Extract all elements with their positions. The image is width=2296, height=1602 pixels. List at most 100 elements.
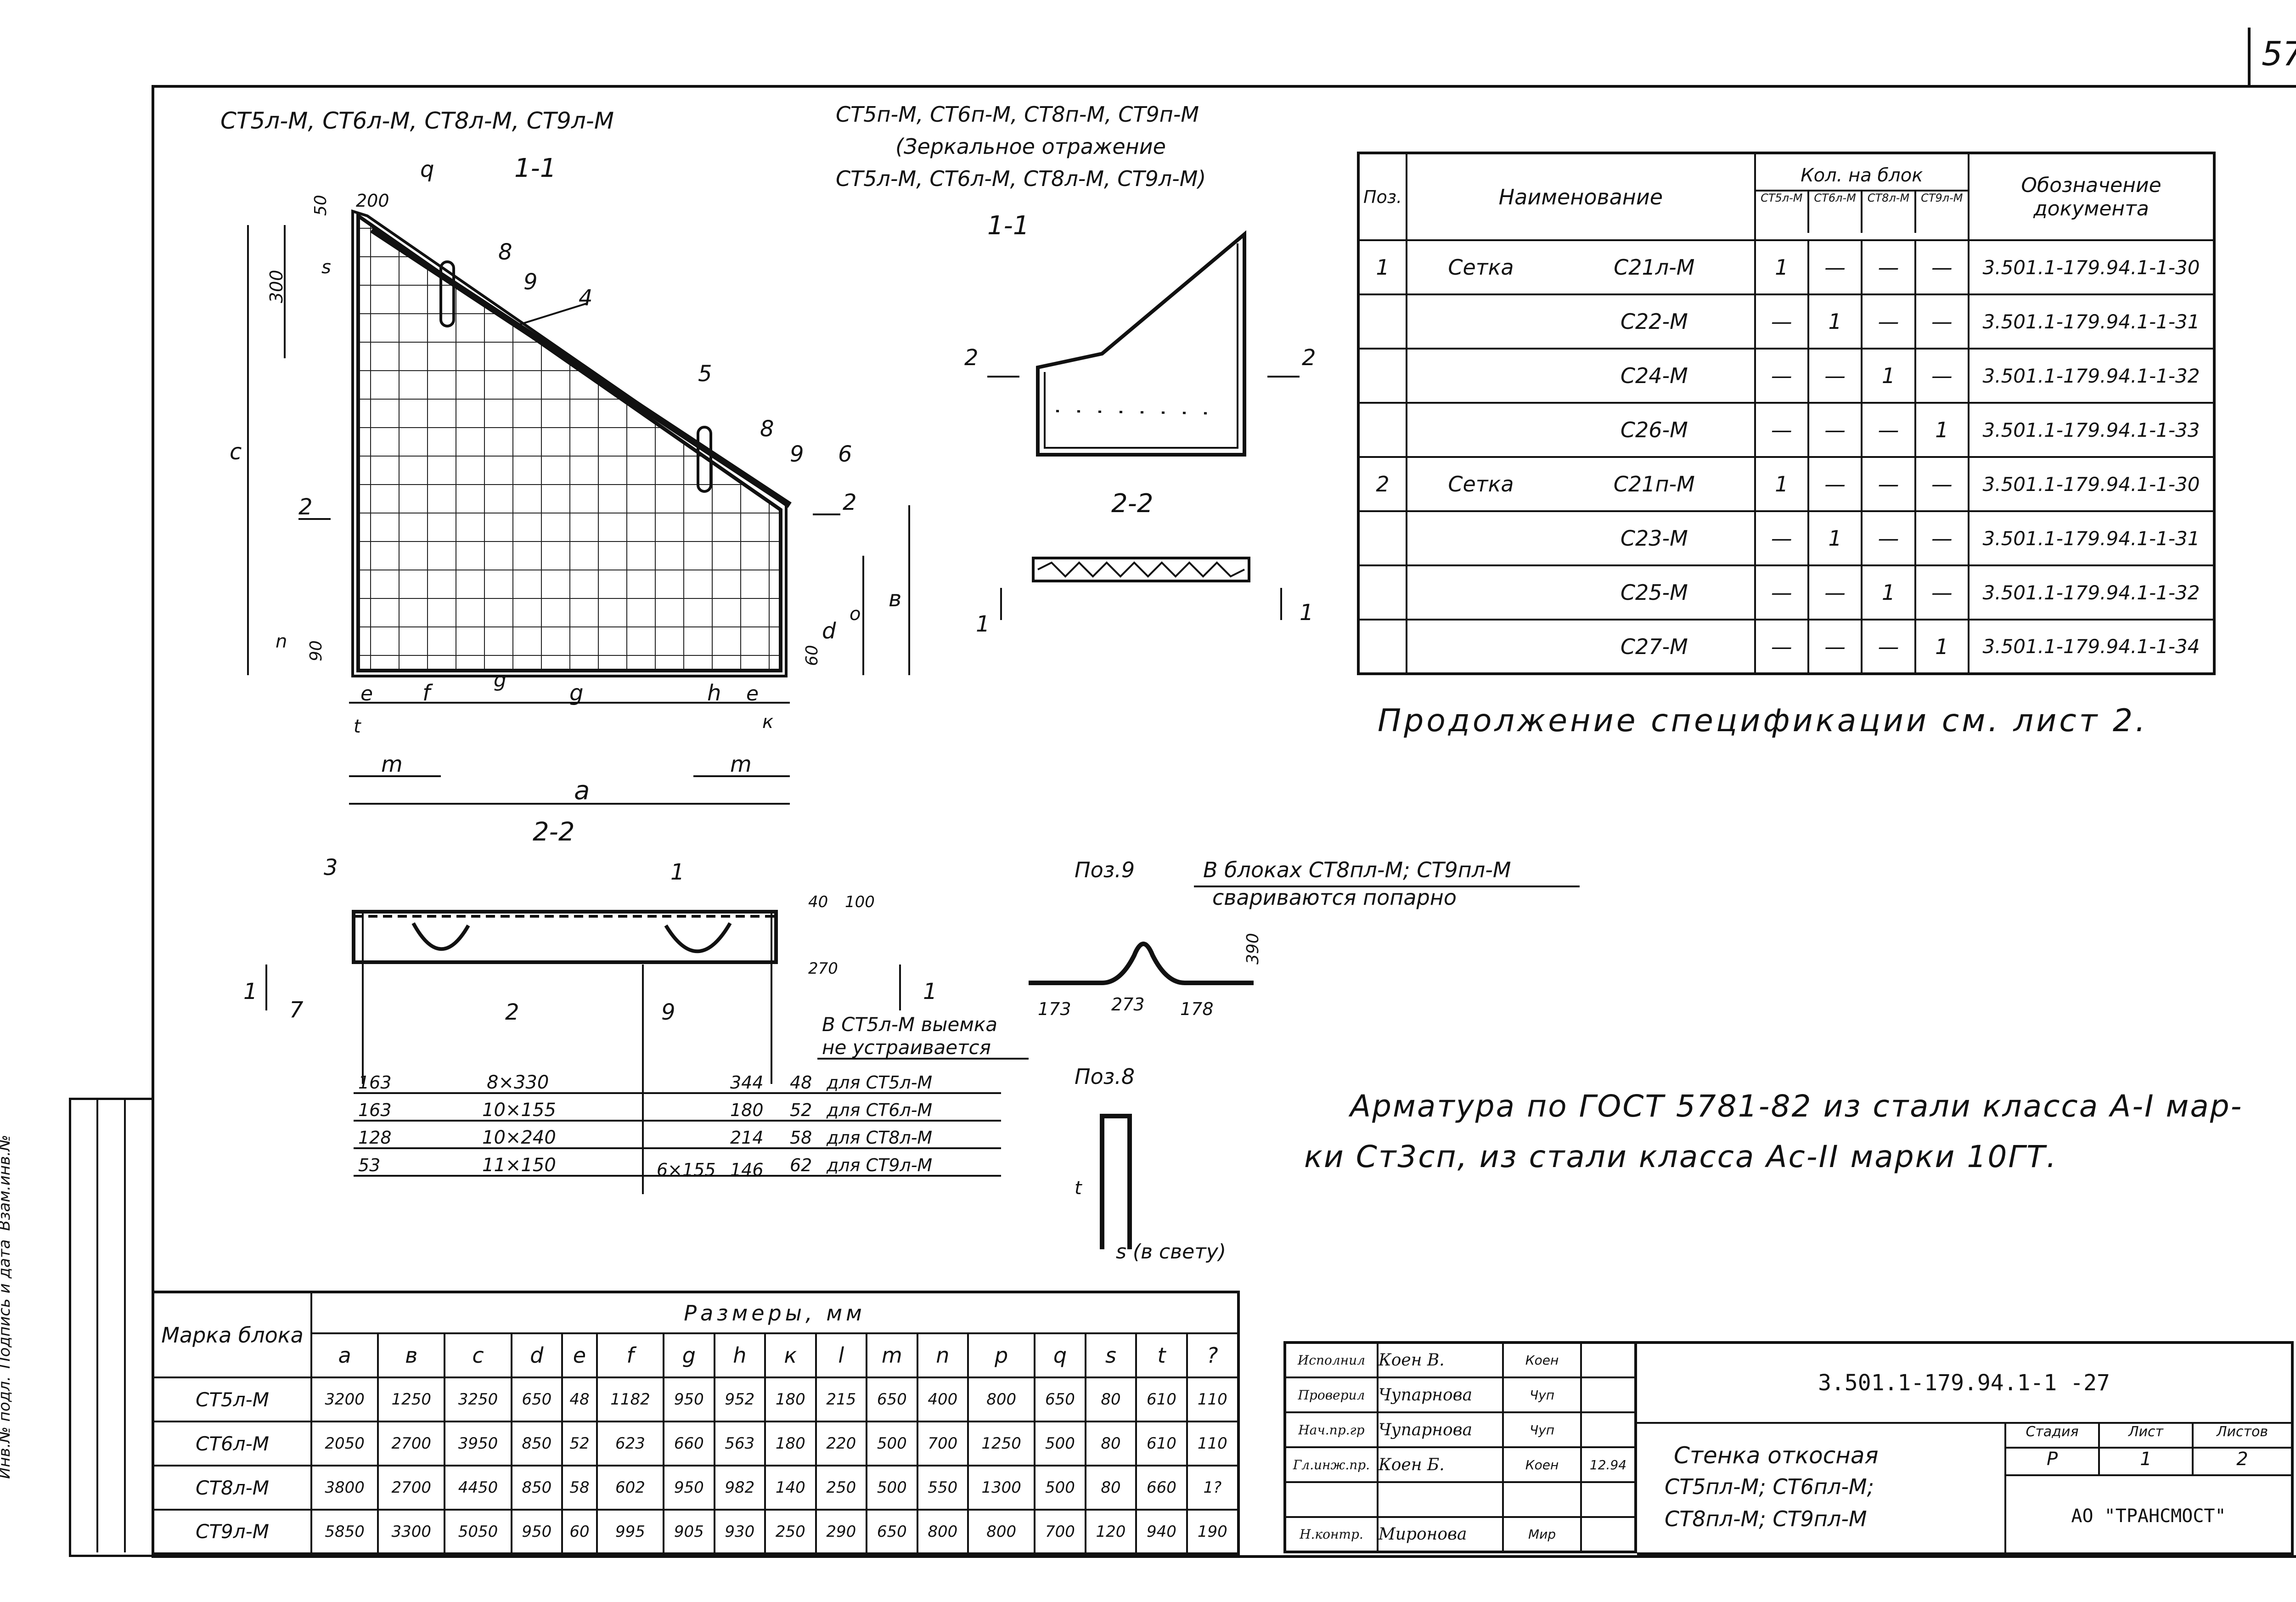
spacing-row-3: 128 10×240 214 58 для СТ8л-М	[358, 1127, 932, 1148]
dim-cell: 215	[815, 1376, 868, 1422]
dim-cell: 58	[561, 1465, 598, 1511]
spacing-tail: 62	[790, 1155, 812, 1175]
spacing-tail: 48	[790, 1072, 812, 1093]
spec-mark: С26-М	[1554, 402, 1756, 458]
dim-col-f: f	[596, 1332, 665, 1378]
spec-head-qty: Кол. на блок СТ5л-М СТ6л-М СТ8л-М СТ9л-М	[1754, 152, 1970, 241]
mesh-panel	[356, 212, 782, 672]
dim-cell: 500	[1034, 1465, 1086, 1511]
spacing-end: 180	[730, 1100, 764, 1120]
stamp-signature: Чуп	[1502, 1376, 1582, 1413]
dim-90: 90	[307, 640, 326, 661]
poz9-note-1: В блоках СТ8пл-М; СТ9пл-М	[1203, 857, 1511, 882]
stamp-main: 3.501.1-179.94.1-1 -27 Стенка откосная С…	[1637, 1341, 2294, 1555]
spec-q: 1	[1914, 619, 1970, 675]
spec-q: —	[1807, 402, 1863, 458]
spec-doc: 3.501.1-179.94.1-1-30	[1968, 456, 2215, 512]
dim-col-t: t	[1135, 1332, 1188, 1378]
dim-col-k: к	[764, 1332, 817, 1378]
spacing-end: 344	[730, 1072, 764, 1093]
spec-mark: С25-М	[1554, 564, 1756, 620]
spec-q: —	[1754, 402, 1809, 458]
dim-m-left: m	[381, 751, 403, 777]
dim-cell: 563	[713, 1421, 766, 1467]
stamp-role: Н.контр.	[1284, 1516, 1379, 1553]
dim-t: t	[354, 716, 361, 737]
dim-cell: 660	[1135, 1465, 1188, 1511]
spec-mark: С21п-М	[1554, 456, 1756, 512]
dim-col-n: n	[916, 1332, 969, 1378]
dim-cell: 1250	[377, 1376, 446, 1422]
dim-100: 100	[845, 893, 875, 911]
section-1-1-outline	[1036, 230, 1246, 457]
dim-row-mark: СТ9л-М	[152, 1509, 312, 1555]
poz9-note-2: свариваются попарно	[1212, 885, 1457, 910]
spacing-tail: 58	[790, 1128, 812, 1148]
dim-g-2: g	[569, 680, 583, 706]
dim-cell: 80	[1084, 1465, 1137, 1511]
dim-200: 200	[356, 191, 389, 211]
stamp-sheets: 2	[2236, 1449, 2248, 1470]
spec-name	[1406, 348, 1554, 404]
spec-q: —	[1754, 510, 1809, 566]
binding-strip-divider-1	[96, 1098, 98, 1552]
mirror-of: СТ5л-М, СТ6л-М, СТ8л-М, СТ9л-М)	[836, 166, 1206, 191]
spec-q: 1	[1807, 510, 1863, 566]
spec-pos	[1357, 564, 1407, 620]
stamp-sheets-head: Листов	[2194, 1424, 2291, 1449]
stamp-stage-block: Стадия Лист Листов Р 1 2	[2006, 1424, 2291, 1476]
dim-cell: 2700	[377, 1421, 446, 1467]
spec-doc: 3.501.1-179.94.1-1-34	[1968, 619, 2215, 675]
dim-table-mark-head: Марка блока	[152, 1291, 312, 1378]
stamp-signature: Чуп	[1502, 1411, 1582, 1448]
stamp-signatures: Исполнил Коен В. Коен Проверил Чупарнова…	[1283, 1341, 1637, 1553]
section-1-1-main: 1-1	[514, 153, 556, 183]
dim-300: 300	[266, 270, 287, 303]
dim-cell: 60	[561, 1509, 598, 1555]
cut-2-small-left: 2	[964, 345, 979, 371]
stamp-title-line-1: Стенка откосная	[1674, 1442, 1879, 1469]
spec-name: Сетка	[1406, 239, 1554, 295]
dim-table-sizes-head: Размеры, мм	[310, 1291, 1239, 1334]
dim-cell: 550	[916, 1465, 969, 1511]
spacing-middle: 10×155	[482, 1100, 556, 1121]
dim-s: s	[321, 257, 331, 278]
spec-name	[1406, 510, 1554, 566]
dim-cell: 48	[561, 1376, 598, 1422]
stamp-date	[1580, 1481, 1637, 1518]
callout-8-top: 8	[498, 239, 512, 265]
dim-390: 390	[1244, 933, 1262, 965]
dim-cell: 500	[866, 1421, 918, 1467]
poz9-bar	[1029, 942, 1254, 985]
spec-mark: С24-М	[1554, 348, 1756, 404]
stamp-stage-head: Стадия	[2006, 1424, 2100, 1449]
dim-cell: 650	[510, 1376, 563, 1422]
spec-q: —	[1807, 564, 1863, 620]
section-1-1-small: 1-1	[987, 211, 1029, 241]
spec-q: 1	[1914, 402, 1970, 458]
qty-head-st9: СТ9л-М	[1921, 191, 1963, 204]
callout-3: 3	[324, 855, 338, 880]
lift-loop-2	[697, 426, 712, 493]
spec-q: —	[1914, 510, 1970, 566]
dim-cell: 4450	[444, 1465, 512, 1511]
dim-d: d	[822, 618, 836, 644]
callout-9-right: 9	[790, 441, 804, 467]
section-2-2-notch-1	[411, 922, 470, 951]
stamp-stage: Р	[2006, 1449, 2100, 1474]
stamp-role	[1284, 1481, 1379, 1518]
dim-m-right: m	[730, 751, 752, 777]
spec-q: —	[1914, 564, 1970, 620]
light-note: s (в свету)	[1116, 1240, 1226, 1264]
dim-col-q: q	[1034, 1332, 1086, 1378]
dim-cell: 140	[764, 1465, 817, 1511]
spec-q: —	[1914, 348, 1970, 404]
dim-col-l: l	[815, 1332, 868, 1378]
spec-q: 1	[1754, 456, 1809, 512]
sheet-number-box	[2248, 28, 2296, 85]
spec-q: 1	[1754, 239, 1809, 295]
spec-pos: 2	[1357, 456, 1407, 512]
stamp-signature	[1502, 1481, 1582, 1518]
spec-continuation: Продолжение спецификации см. лист 2.	[1378, 703, 2148, 739]
spec-doc: 3.501.1-179.94.1-1-31	[1968, 293, 2215, 350]
